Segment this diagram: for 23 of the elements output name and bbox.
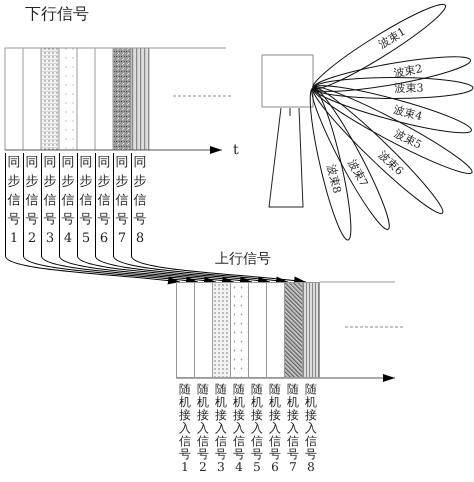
arrow (41, 152, 216, 285)
arrow (95, 152, 270, 285)
beam-label: 波束7 (346, 156, 371, 189)
arrow (5, 152, 180, 285)
arrow (77, 152, 252, 285)
signal-label: 随机接入信号4 (232, 383, 246, 474)
beam-label: 波束8 (324, 164, 344, 195)
signal-label: 随机接入信号5 (250, 383, 264, 474)
signal-label: 随机接入信号1 (178, 383, 192, 474)
arrow (131, 152, 306, 285)
signal-label: 随机接入信号7 (286, 383, 300, 474)
signal-label: 随机接入信号2 (196, 383, 210, 474)
arrow (23, 152, 198, 285)
signal-label: 随机接入信号8 (304, 383, 318, 474)
beam-label: 波束2 (392, 62, 423, 80)
beam-label: 波束4 (392, 103, 424, 124)
arrow (113, 152, 288, 285)
arrow (59, 152, 234, 285)
beam-label: 波束3 (394, 82, 424, 94)
beam-label: 波束1 (376, 25, 408, 52)
signal-label: 随机接入信号6 (268, 383, 282, 474)
signal-label: 随机接入信号3 (214, 383, 228, 474)
section-title: 上行信号 (215, 250, 271, 268)
